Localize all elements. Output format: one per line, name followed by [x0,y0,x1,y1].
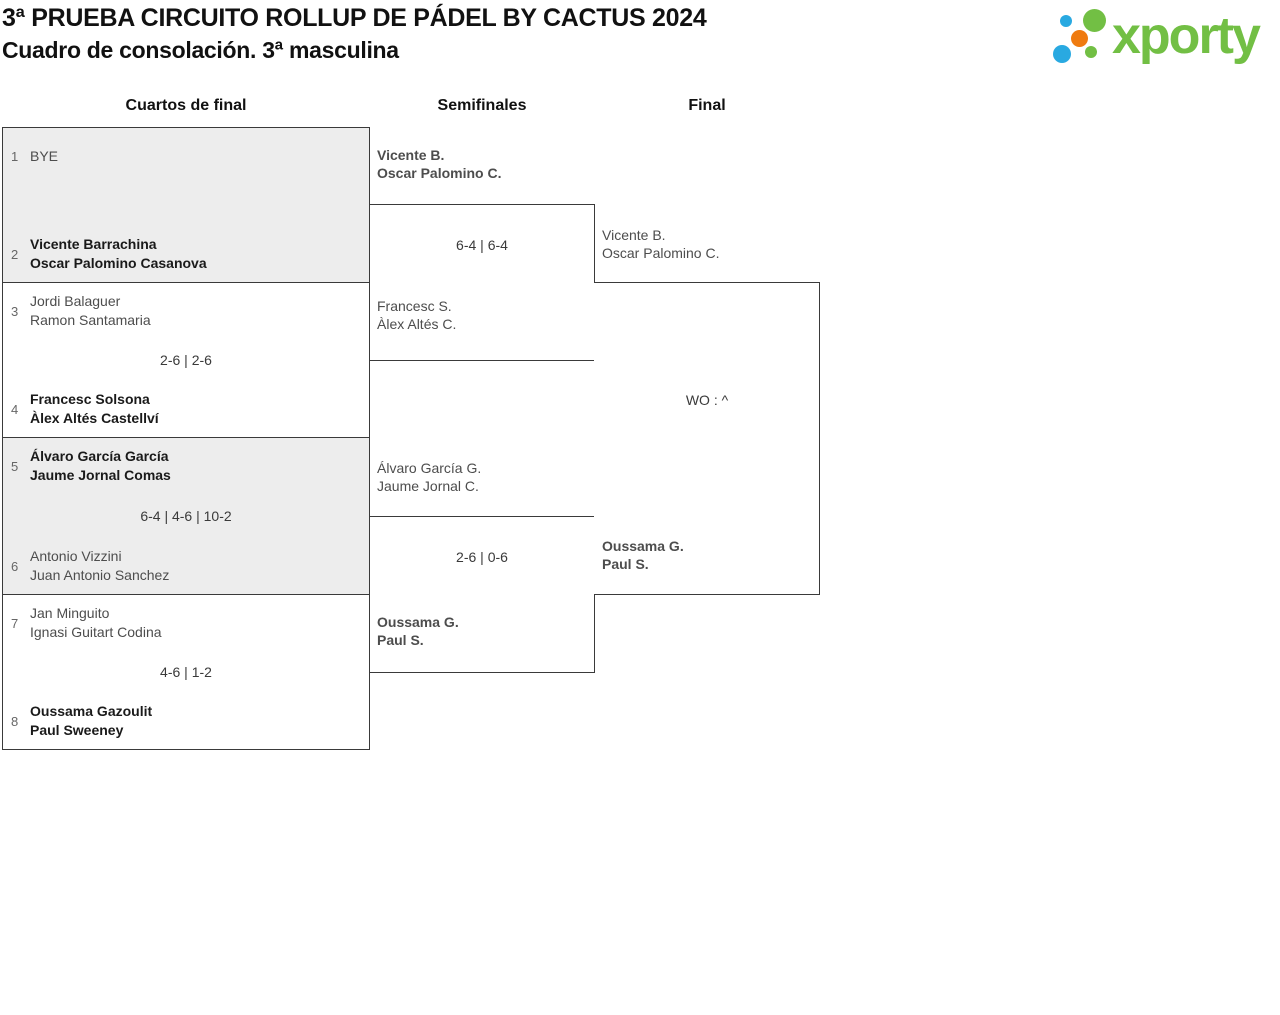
team-name-line: Juan Antonio Sanchez [30,567,170,583]
team-name-line: Álvaro García García [30,448,169,464]
team-name-line: Vicente Barrachina [30,236,157,252]
team-name-line: Àlex Altés Castellví [30,410,159,426]
team-name-line: Paul S. [602,556,649,572]
match-score: WO : ^ [685,392,729,408]
match-sf-1 [369,204,595,361]
team-entry: 2 Vicente Barrachina Oscar Palomino Casa… [3,226,369,282]
team-name-line: Oscar Palomino C. [602,245,720,261]
team-name: Jordi Balaguer Ramon Santamaria [30,292,151,330]
team-name: Álvaro García García Jaume Jornal Comas [30,447,171,485]
team-name: Oussama G. Paul S. [377,613,459,649]
team-entry: 6 Antonio Vizzini Juan Antonio Sanchez [3,538,369,594]
team-name: Oussama Gazoulit Paul Sweeney [30,702,152,740]
logo-dot-green-large-icon [1083,9,1106,32]
team-name-line: Jordi Balaguer [30,293,121,309]
seed-number: 4 [11,401,19,417]
team-name-line: Jaume Jornal Comas [30,467,171,483]
team-name-line: Francesc Solsona [30,391,150,407]
team-name: Francesc Solsona Àlex Altés Castellví [30,390,159,428]
logo-dot-blue-large-icon [1053,45,1071,63]
seed-number: 6 [11,558,19,574]
team-name: Francesc S. Àlex Altés C. [377,297,456,333]
match-qf-2: 3 Jordi Balaguer Ramon Santamaria 2-6 | … [2,282,370,438]
logo-dot-green-small-icon [1085,46,1097,58]
seed-number: 7 [11,615,19,631]
team-name-line: Paul Sweeney [30,722,124,738]
logo-text: xporty [1112,7,1261,65]
team-entry: 5 Álvaro García García Jaume Jornal Coma… [3,438,369,494]
match-score: 6-4 | 4-6 | 10-2 [140,508,232,524]
team-name-line: Ramon Santamaria [30,312,151,328]
round-header-cuartos: Cuartos de final [125,97,247,114]
match-score [3,184,369,226]
team-name: Oussama G. Paul S. [602,537,684,573]
seed-number: 2 [11,246,19,262]
team-name: Vicente Barrachina Oscar Palomino Casano… [30,235,207,273]
logo-dot-orange-icon [1071,30,1088,47]
team-name: Antonio Vizzini Juan Antonio Sanchez [30,547,169,585]
seed-number: 5 [11,458,19,474]
team-name-line: Vicente B. [377,147,445,163]
round-header-semifinales: Semifinales [437,97,527,114]
match-score: 4-6 | 1-2 [160,664,212,680]
match-final [594,282,820,595]
team-name: Vicente B. Oscar Palomino C. [602,226,719,262]
logo-dot-blue-small-icon [1060,15,1072,27]
team-name-line: Vicente B. [602,227,666,243]
team-entry: 4 Francesc Solsona Àlex Altés Castellví [3,381,369,437]
match-qf-3: 5 Álvaro García García Jaume Jornal Coma… [2,437,370,595]
team-name-line: Jan Minguito [30,605,110,621]
team-name: BYE [30,147,58,166]
team-name-line: Antonio Vizzini [30,548,122,564]
team-entry: 8 Oussama Gazoulit Paul Sweeney [3,693,369,749]
match-score: 2-6 | 2-6 [160,352,212,368]
team-name-line: Oussama Gazoulit [30,703,153,719]
page-subtitle: Cuadro de consolación. 3ª masculina [2,37,399,63]
team-name: Vicente B. Oscar Palomino C. [377,146,501,182]
team-name-line: Àlex Altés C. [377,316,457,332]
team-name: Jan Minguito Ignasi Guitart Codina [30,604,162,642]
round-header-final: Final [688,97,726,114]
team-name-line: Jaume Jornal C. [377,478,479,494]
seed-number: 8 [11,713,19,729]
seed-number: 3 [11,303,19,319]
team-entry: 1 BYE [3,128,369,184]
team-name-line: Oscar Palomino Casanova [30,255,207,271]
team-name-line: Oussama G. [602,538,684,554]
team-name-line: Oscar Palomino C. [377,165,502,181]
team-name-line: BYE [30,147,59,164]
match-qf-4: 7 Jan Minguito Ignasi Guitart Codina 4-6… [2,594,370,750]
team-name-line: Álvaro García G. [377,460,482,476]
team-name-line: Francesc S. [377,298,452,314]
team-name-line: Paul S. [377,632,424,648]
match-qf-1: 1 BYE 2 Vicente Barrachina Oscar Palomin… [2,127,370,283]
team-entry: 7 Jan Minguito Ignasi Guitart Codina [3,595,369,651]
team-name-line: Oussama G. [377,614,459,630]
page-title: 3ª PRUEBA CIRCUITO ROLLUP DE PÁDEL BY CA… [2,4,707,32]
team-name: Álvaro García G. Jaume Jornal C. [377,459,481,495]
match-score: 6-4 | 6-4 [456,237,508,253]
team-entry: 3 Jordi Balaguer Ramon Santamaria [3,283,369,339]
match-sf-2 [369,516,595,673]
team-name-line: Ignasi Guitart Codina [30,624,162,640]
seed-number: 1 [11,148,19,164]
match-score: 2-6 | 0-6 [456,549,508,565]
